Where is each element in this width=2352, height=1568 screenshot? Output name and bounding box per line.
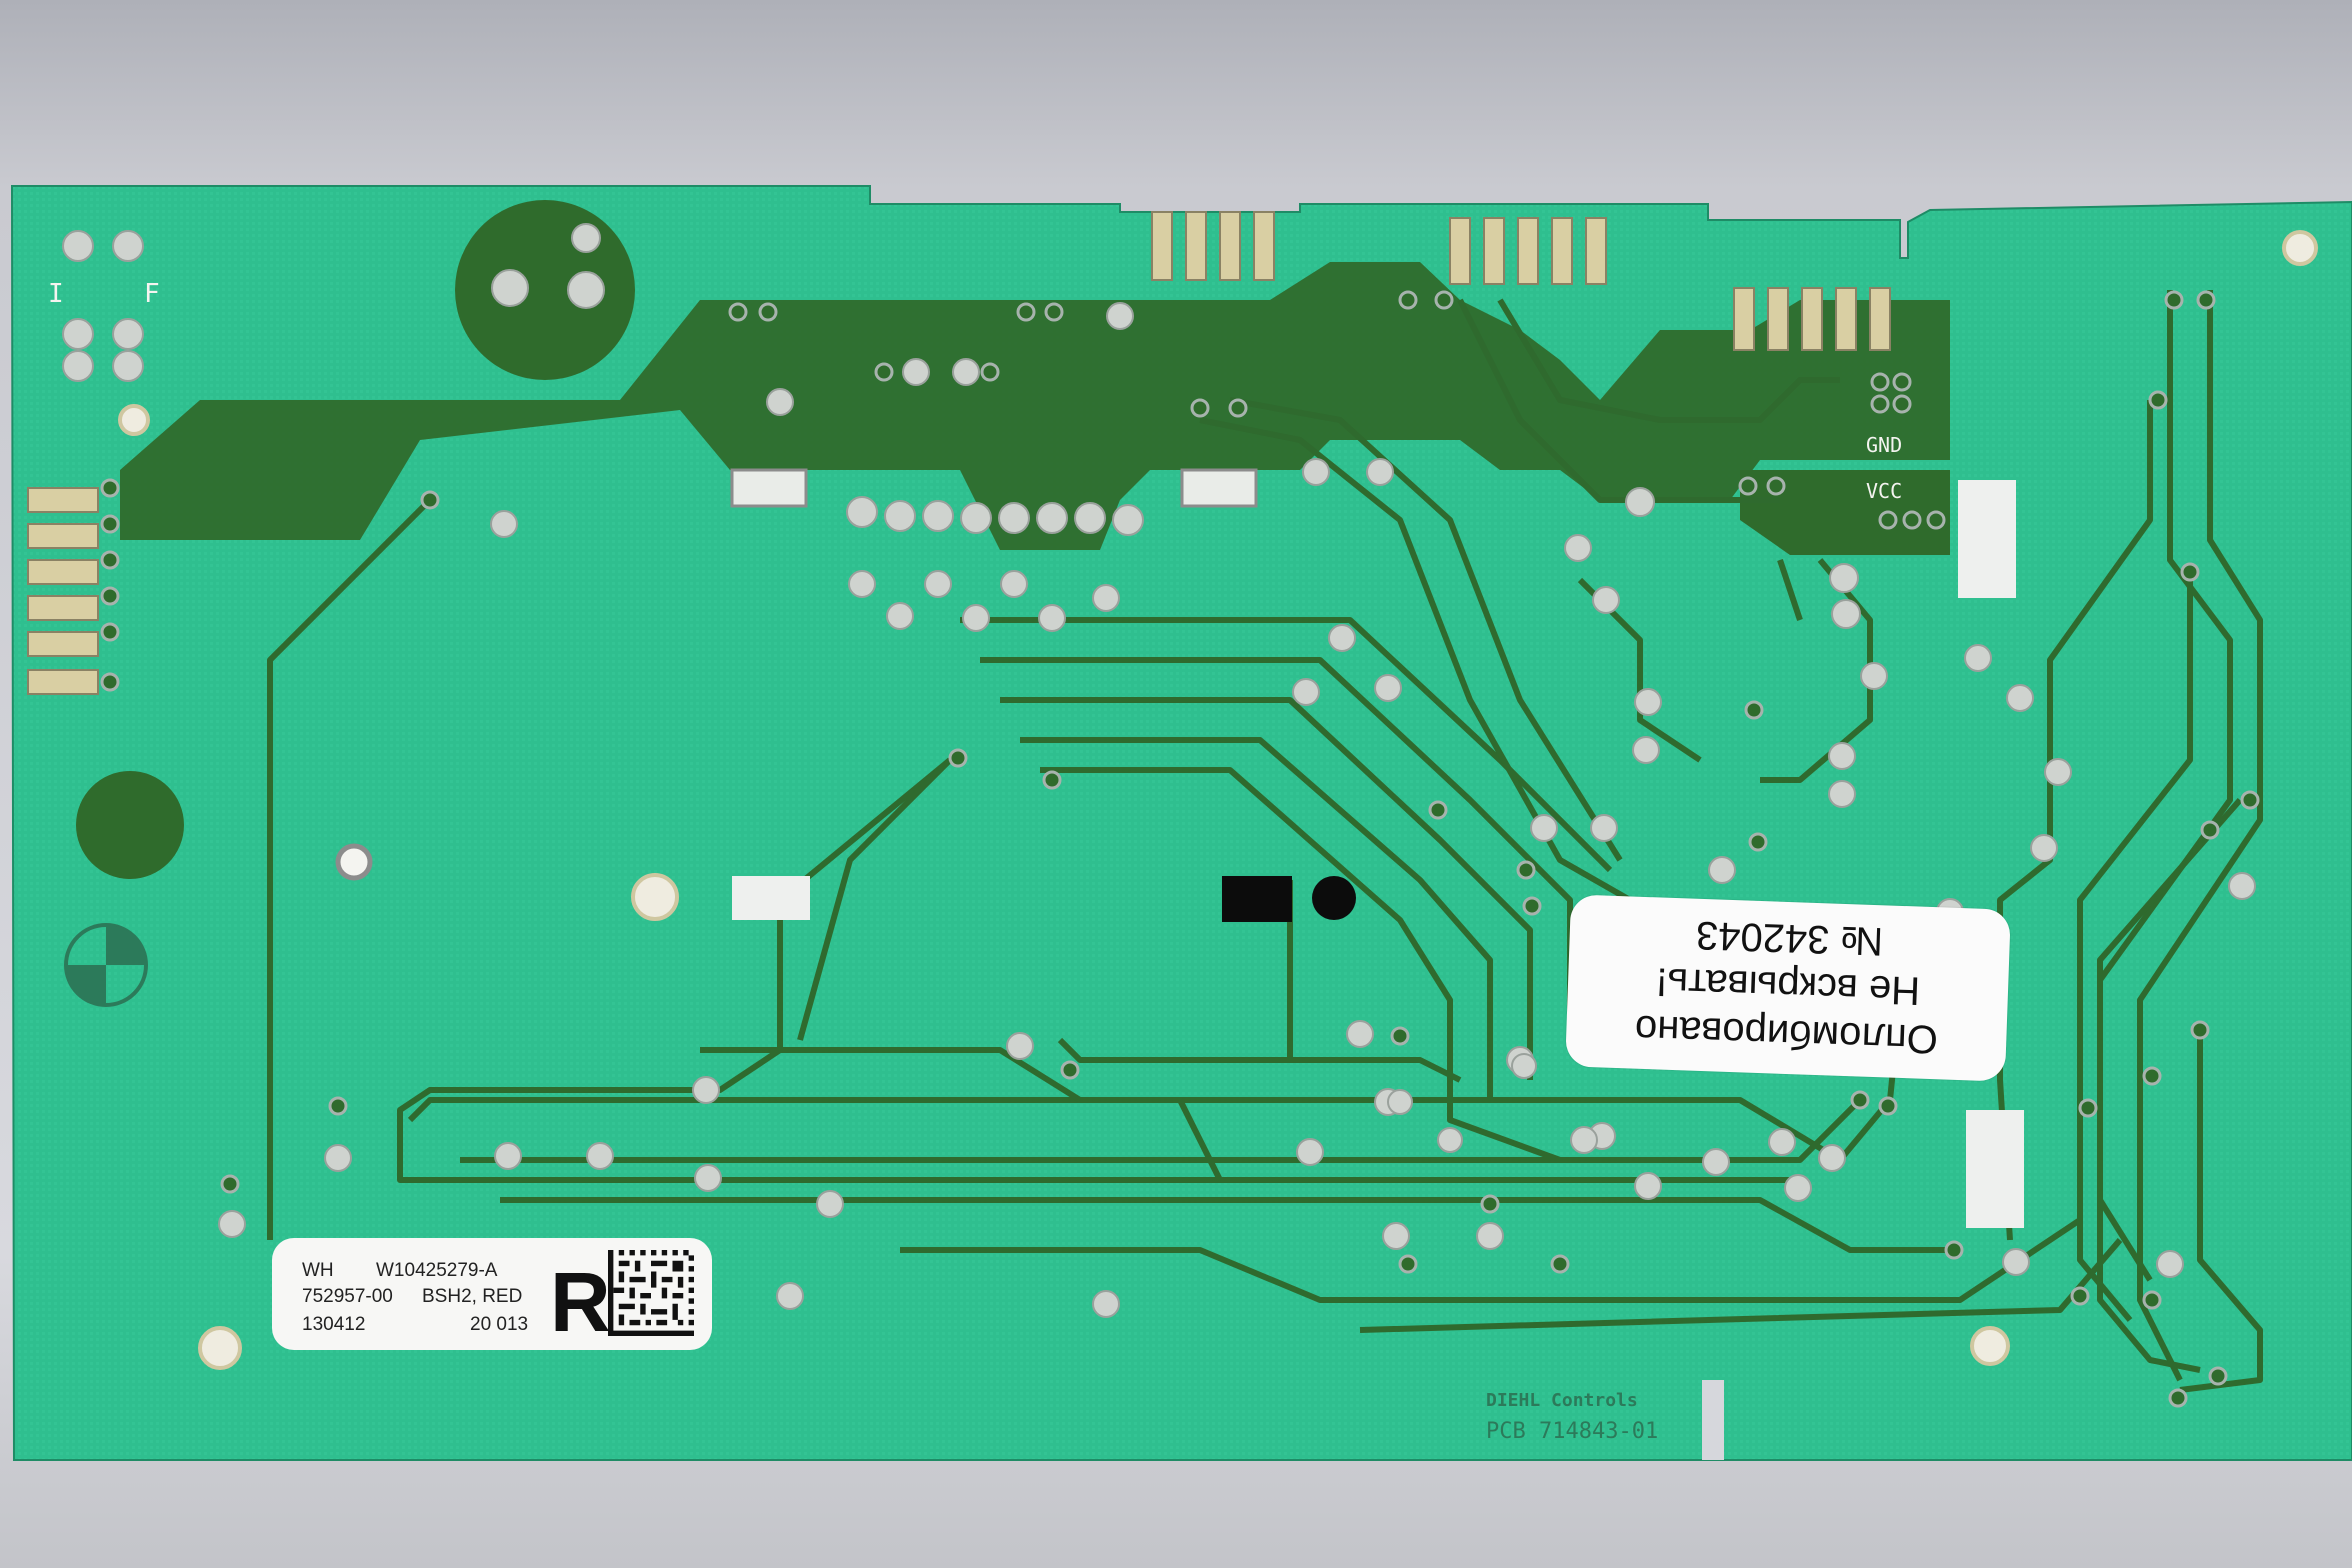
silk-gnd: GND	[1866, 433, 1902, 457]
notch-bottom	[1702, 1380, 1724, 1460]
silk-maker: DIEHL Controls	[1486, 1390, 1638, 1411]
slot-metal-right	[1180, 468, 1258, 508]
silk-pcb-number: PCB 714843-01	[1486, 1419, 1658, 1444]
silk-vcc: VCC	[1866, 479, 1902, 503]
datamatrix-code	[608, 1250, 694, 1336]
label-batch: 20 013	[470, 1314, 529, 1335]
seal-sticker: Опломбировано Не вскрывать! № 342043	[1565, 894, 2011, 1082]
label-mark: R	[550, 1255, 611, 1349]
copper-pad-round	[455, 200, 635, 380]
product-label: WH W10425279-A 752957-00 BSH2, RED 13041…	[272, 1238, 712, 1350]
slot-right-bottom	[1966, 1110, 2024, 1228]
edge-connector-top-1	[1151, 211, 1275, 281]
hole-plated-left	[631, 873, 679, 921]
edge-connector-top-3	[1733, 287, 1891, 351]
mount-hole-tr	[2282, 230, 2318, 266]
mount-hole-br	[1970, 1326, 2010, 1366]
silk-ring-quadrant	[106, 925, 146, 965]
silk-left-f: F	[144, 279, 160, 309]
label-part-number: W10425279-A	[376, 1260, 498, 1281]
label-code: 752957-00	[302, 1286, 393, 1307]
slot-metal-left	[730, 468, 808, 508]
copper-pad-round-left	[76, 771, 184, 879]
pads-top-left	[62, 230, 144, 382]
label-wh: WH	[302, 1260, 334, 1281]
silk-left-i: I	[48, 279, 64, 309]
label-variant: BSH2, RED	[422, 1286, 523, 1307]
mount-hole-bl	[198, 1326, 242, 1370]
silk-ring-quadrant-2	[66, 965, 106, 1005]
edge-connector-top-2	[1449, 217, 1607, 285]
copper-pour-right	[1740, 470, 1950, 555]
slot-right-top	[1958, 480, 2016, 598]
hole-black	[1312, 876, 1356, 920]
solder-pads	[218, 223, 2256, 1318]
label-date: 130412	[302, 1314, 366, 1335]
mount-hole-mid	[335, 843, 373, 881]
slot-left	[732, 876, 810, 920]
pads-small-dark	[100, 290, 2260, 1408]
slot-black	[1222, 876, 1292, 922]
mount-hole-tl	[118, 404, 150, 436]
copper-pour	[120, 262, 1950, 550]
edge-connector-left	[27, 487, 99, 695]
